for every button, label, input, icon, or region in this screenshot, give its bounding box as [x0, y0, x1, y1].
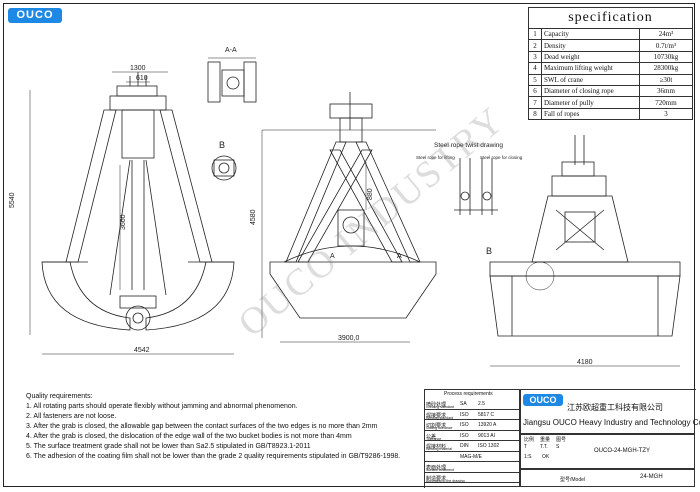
dim-3900: 3900,0: [338, 335, 360, 342]
process-label: 制造要求: [426, 475, 447, 482]
label-rope-closing: Steel rope for closing: [480, 155, 523, 160]
process-sub: Tolerance: [426, 436, 442, 441]
process-grade: 2.5: [478, 401, 485, 407]
process-sub: Welding standard: [426, 415, 454, 420]
weight-value: OK: [542, 454, 550, 460]
process-standard: DIN: [460, 443, 469, 449]
process-standard: MAG-M/E: [460, 453, 482, 460]
drawing-frame: [3, 3, 695, 487]
process-sub: Cutting tolerance: [426, 426, 453, 430]
requirement-item: 2. All fasteners are not loose.: [26, 413, 117, 420]
company-box: [520, 389, 695, 487]
scale-value: 1:S: [524, 454, 532, 460]
process-standard: ISO: [460, 422, 469, 428]
section-aa-view: [207, 57, 257, 103]
sheet-s: S: [556, 444, 560, 450]
sheet-tt: T.T.: [540, 444, 548, 450]
label-b-detail: B: [219, 140, 225, 150]
company-name-en: Jiangsu OUCO Heavy Industry and Technolo…: [523, 418, 700, 427]
dim-4580: 4580: [250, 209, 257, 225]
process-label: 表面处理: [426, 465, 447, 471]
divider: [520, 433, 695, 435]
process-sub: Surface treatment: [426, 468, 454, 472]
sheet-t: T: [524, 444, 528, 450]
process-grade: ISO 1302: [478, 443, 500, 449]
dim-4542: 4542: [134, 347, 150, 354]
process-sub: Grinding standard: [426, 405, 454, 409]
process-grade: 9013 AI: [478, 432, 495, 439]
company-logo: OUCO: [8, 8, 62, 23]
front-view-grab: [29, 71, 235, 355]
label-a-1: A: [330, 253, 335, 260]
process-label: 焊接要求: [426, 412, 447, 419]
requirement-item: 3. After the grab is closed, the allowab…: [26, 423, 378, 430]
dim-1300: 1300: [130, 65, 146, 72]
dim-3660: 3660: [120, 214, 127, 230]
process-row: [424, 410, 520, 420]
dim-610: 610: [136, 75, 148, 82]
process-grade: 5817 C: [478, 411, 495, 418]
process-label: 公差: [426, 433, 437, 440]
spec-title: specification: [528, 7, 693, 29]
model-value: 24-MGH: [640, 474, 663, 480]
weight-header: 重量: [540, 437, 551, 443]
dim-5540: 5540: [9, 192, 16, 208]
dim-880: 880: [367, 188, 374, 200]
process-row: [424, 399, 520, 410]
process-row: [424, 441, 520, 452]
label-rope-lifting: Steel rope for lifting: [416, 155, 455, 160]
drawing-number: OUCO-24-MGH-TZY: [594, 448, 650, 454]
process-sub: Welding material: [426, 447, 453, 451]
process-title: Process requirements: [444, 391, 493, 397]
requirement-item: 1. All rotating parts should operate fle…: [26, 403, 298, 410]
title-block-logo: OUCO: [523, 394, 563, 406]
label-rope-twist: Steel rope twist drawing: [434, 142, 503, 149]
process-row: [424, 420, 520, 431]
process-label: 切割要求: [426, 423, 447, 429]
side-view-grab: [261, 92, 437, 343]
label-a-2: A: [397, 253, 402, 260]
model-label: 型号/Model: [560, 477, 586, 483]
rope-twist-drawing: [454, 158, 498, 215]
detail-b-view: [211, 155, 237, 181]
process-row: [424, 452, 520, 462]
process-row: [424, 473, 520, 483]
requirement-item: 6. The adhesion of the coating film shal…: [26, 453, 401, 460]
requirement-item: 4. After the grab is closed, the disloca…: [26, 433, 352, 440]
process-standard: ISO: [460, 432, 469, 439]
label-section-aa: A-A: [225, 47, 237, 54]
process-row: [424, 462, 520, 473]
process-standard: ISO: [460, 411, 469, 418]
process-row: [424, 431, 520, 441]
drawing-number-header: 图号: [556, 437, 567, 443]
requirements-title: Quality requirements:: [26, 393, 93, 400]
label-b-right: B: [486, 246, 492, 256]
process-sub: According to the drawing: [426, 478, 465, 483]
requirement-item: 5. The surface treatment grade shall not…: [26, 443, 311, 450]
process-label: 焊接材料: [426, 444, 447, 450]
dim-4180: 4180: [577, 359, 593, 366]
company-name-cn: 江苏欧超重工科技有限公司: [567, 403, 663, 412]
quality-requirements: Quality requirements: 1. All rotating pa…: [26, 392, 400, 462]
right-view-grab: [489, 135, 681, 367]
process-label: 喷砂处理: [426, 402, 447, 408]
scale-header: 比例: [524, 437, 535, 443]
process-box: [424, 389, 520, 487]
process-standard: SA: [460, 401, 467, 407]
process-grade: 13920 A: [478, 422, 497, 428]
divider: [520, 468, 695, 470]
